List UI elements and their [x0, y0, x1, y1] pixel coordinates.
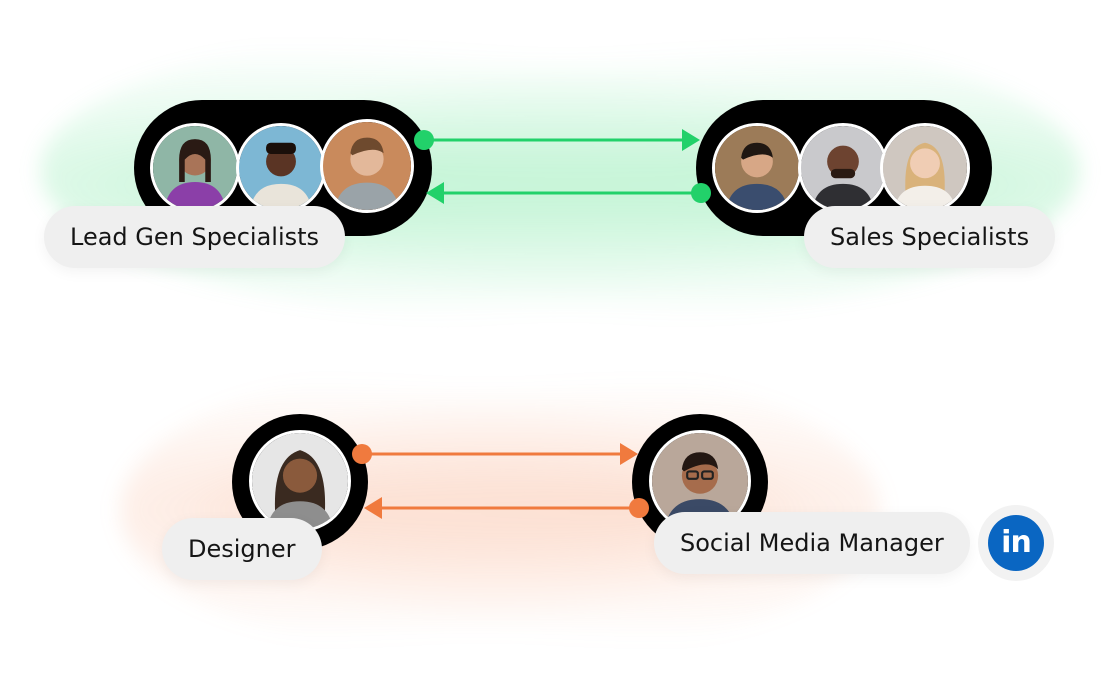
- connector-social-to-designer: [364, 497, 649, 519]
- label-social-media-manager: Social Media Manager: [654, 512, 970, 574]
- connector-designer-to-social: [352, 443, 638, 465]
- label-sales-specialists: Sales Specialists: [804, 206, 1056, 268]
- avatar-sales-1: [712, 123, 802, 213]
- connector-lead-gen-to-sales: [414, 129, 700, 151]
- lead-gen-group[interactable]: [134, 100, 432, 236]
- orange-glow: [120, 360, 880, 660]
- arrowhead-social-to-designer: [364, 497, 382, 519]
- avatar-designer: [249, 430, 351, 532]
- connector-sales-to-lead-gen: [426, 182, 711, 204]
- label-lead-gen-specialists: Lead Gen Specialists: [44, 206, 346, 268]
- avatar-sales-2: [798, 123, 888, 213]
- avatar-sales-3: [880, 123, 970, 213]
- avatar-lead-gen-1: [150, 123, 240, 213]
- avatar-lead-gen-2: [236, 123, 326, 213]
- avatar-lead-gen-3: [320, 119, 414, 213]
- arrowhead-lead-gen-to-sales: [682, 129, 700, 151]
- label-designer: Designer: [162, 518, 322, 580]
- sales-group[interactable]: [696, 100, 992, 236]
- linkedin-icon[interactable]: in: [988, 515, 1044, 571]
